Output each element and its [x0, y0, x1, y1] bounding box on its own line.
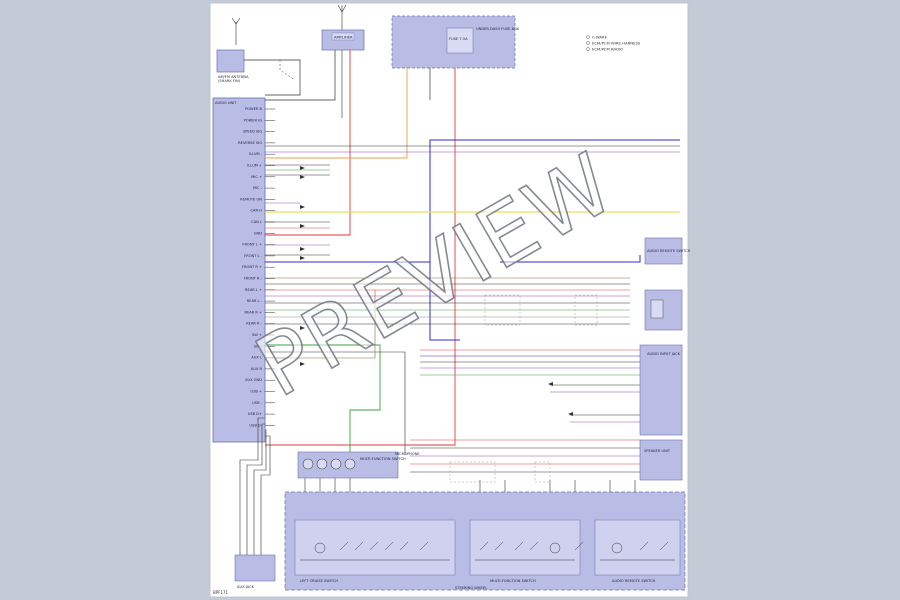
steering-wheel-module: LEFT CRUISE SWITCH MULTI-FUNCTION SWITCH…	[284, 491, 686, 591]
antenna-icon	[337, 4, 347, 13]
legend-bullet-icon	[586, 47, 590, 51]
legend: C-WARE ECM/PCM WIRE HARNESS ECM/PCM RADI…	[586, 35, 641, 52]
page-id: BPF171	[213, 590, 229, 595]
main-unit-pin-label: REAR L -	[247, 299, 263, 303]
main-unit-pin-label: CAN H	[250, 209, 262, 213]
main-unit-pin-label: USB D+	[248, 412, 262, 416]
steering-title: STEERING WHEEL	[455, 586, 487, 590]
main-unit-pin-label: FRONT R -	[244, 277, 263, 281]
connector-arrow-markers	[300, 166, 573, 416]
main-unit-pin-label: SPEED SIG	[243, 130, 262, 134]
legend-item: ECM/PCM RADIO	[592, 47, 623, 52]
microphone-label: MICROPHONE	[395, 452, 420, 456]
main-audio-unit: AUDIO UNIT POWER B POWER IG SPEED SIG REVER…	[212, 97, 275, 443]
aux-jack-module: AUX JACK	[234, 554, 276, 589]
steering-left-label: LEFT CRUISE SWITCH	[300, 579, 338, 583]
main-unit-pin-label: CAN L	[251, 220, 262, 224]
main-unit-pin-label: MIC +	[251, 175, 262, 179]
antenna-sublabel: (SHARK FIN)	[218, 79, 241, 83]
wire-layer	[239, 50, 680, 555]
main-unit-pin-label: REMOTE ON	[240, 197, 262, 201]
main-unit-pin-label: SW -	[254, 344, 263, 348]
main-unit-pin-label: REAR R -	[246, 322, 263, 326]
main-unit-pin-label: MIC -	[253, 186, 263, 190]
main-unit-pin-label: REAR L +	[245, 288, 262, 292]
main-unit-pin-label: FRONT R +	[242, 265, 262, 269]
amplifier-label: AMPLIFIER	[334, 36, 353, 40]
fuse-box-label: UNDER-DASH FUSE BOX	[476, 27, 520, 31]
main-unit-pin-label: USB -	[252, 401, 263, 405]
main-unit-pin-label: REAR R +	[244, 310, 262, 314]
switch-knob-icon	[302, 458, 314, 470]
main-unit-pin-label: FRONT L +	[242, 243, 262, 247]
antenna-icon	[231, 17, 241, 25]
legend-bullet-icon	[586, 41, 590, 45]
legend-item: ECM/PCM WIRE HARNESS	[592, 41, 641, 46]
aux-jack-label: AUX JACK	[237, 585, 255, 589]
main-unit-pin-label: GND	[254, 231, 262, 235]
main-unit-pin-label: AUX L	[251, 356, 262, 360]
main-unit-title: AUDIO UNIT	[215, 101, 237, 105]
main-unit-pin-label: REVERSE SIG	[238, 141, 262, 145]
steering-right-label: AUDIO REMOTE SWITCH	[612, 579, 656, 583]
legend-item: C-WARE	[592, 35, 608, 40]
switch-symbols	[300, 541, 675, 561]
microphone-module: MICROPHONE	[395, 452, 420, 456]
fuse-box-module: UNDER-DASH FUSE BOX FUSE 7.5A	[391, 15, 520, 69]
legend-bullet-icon	[586, 35, 590, 39]
multi-function-switch-label: MULTI-FUNCTION SWITCH	[360, 457, 406, 461]
right-box-2-label: AUDIO INPUT JACK	[647, 352, 681, 356]
main-unit-pin-label: AUX R	[251, 367, 263, 371]
fuse-label: FUSE 7.5A	[449, 37, 468, 41]
antenna-label: AM/FM ANTENNA	[218, 75, 249, 79]
main-unit-pin-label: AUX GND	[245, 378, 262, 382]
switch-knob-icon	[316, 458, 328, 470]
multi-function-switch-module: MULTI-FUNCTION SWITCH	[297, 451, 406, 479]
main-unit-pin-label: ILLUM -	[249, 152, 263, 156]
main-unit-pin-label: POWER IG	[244, 118, 263, 122]
main-unit-pin-label: ILLUM +	[247, 164, 262, 168]
speaker-icon	[650, 299, 664, 319]
right-module-column: AUDIO REMOTE SWITCH AUDIO INPUT JACK SPE…	[639, 237, 691, 481]
right-box-1-label: AUDIO REMOTE SWITCH	[647, 249, 691, 253]
main-unit-pin-label: FRONT L -	[244, 254, 263, 258]
main-unit-pin-label: POWER B	[245, 107, 262, 111]
main-unit-pin-label: SW +	[252, 333, 262, 337]
switch-knob-icon	[344, 458, 356, 470]
antenna-module: AM/FM ANTENNA (SHARK FIN)	[216, 17, 249, 83]
right-box-3-label: SPEAKER UNIT	[644, 449, 671, 453]
main-unit-pin-label: USB +	[250, 390, 262, 394]
main-unit-pin-label: USB D-	[249, 423, 262, 427]
amplifier-module: AMPLIFIER	[321, 4, 365, 51]
switch-knob-icon	[330, 458, 342, 470]
steering-mid-label: MULTI-FUNCTION SWITCH	[490, 579, 536, 583]
main-unit-pin-list: POWER B POWER IG SPEED SIG REVERSE SIG ILLUM…	[238, 107, 275, 427]
